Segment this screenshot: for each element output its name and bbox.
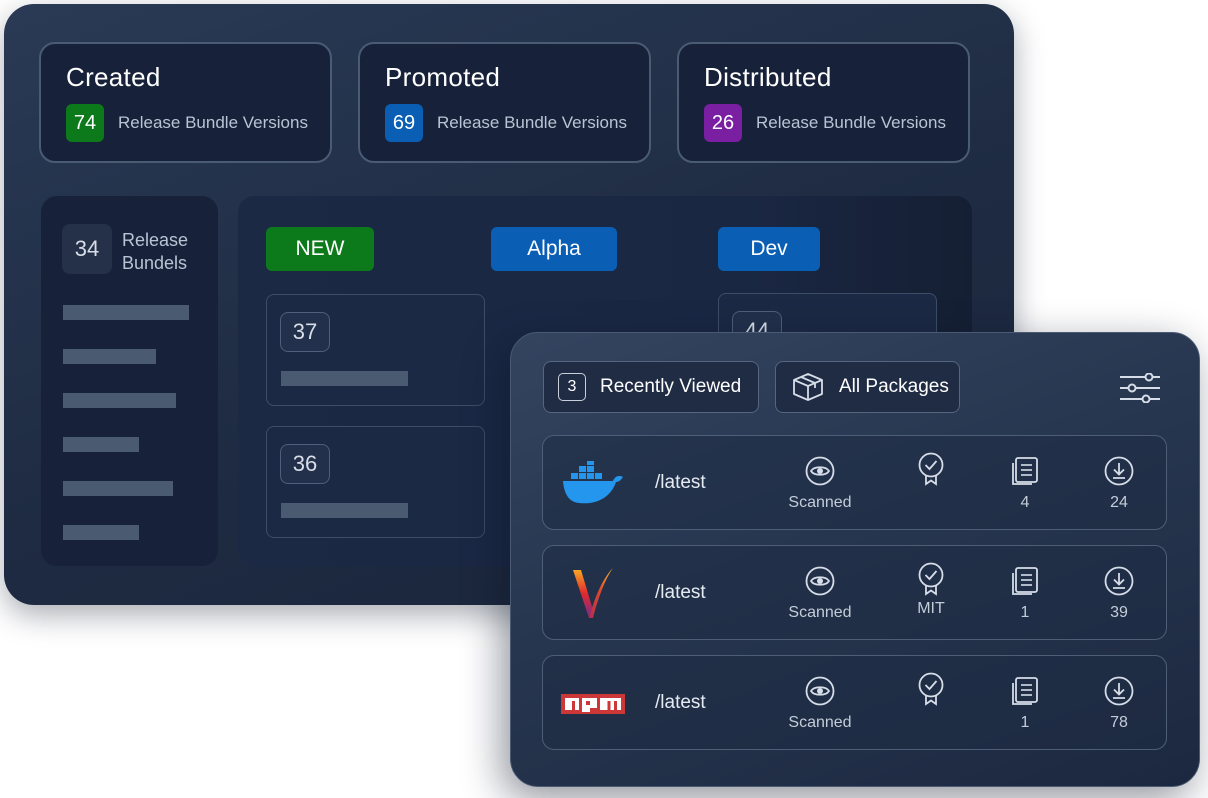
versions-count: 1 <box>980 676 1070 732</box>
release-bundles-label: Release Bundels <box>122 230 189 273</box>
stat-title: Created <box>66 62 161 92</box>
license-status <box>886 672 976 732</box>
bundle-placeholder-bar[interactable] <box>63 393 176 408</box>
scan-status: Scanned <box>775 676 865 732</box>
versions-count-value: 4 <box>1020 494 1030 511</box>
scan-status: Scanned <box>775 566 865 622</box>
bundle-placeholder-bar[interactable] <box>63 305 189 320</box>
download-icon <box>1104 566 1134 596</box>
versions-count: 4 <box>980 456 1070 512</box>
document-stack-icon <box>1012 567 1038 595</box>
package-tag: /latest <box>655 582 706 603</box>
downloads-count: 78 <box>1074 676 1164 732</box>
recently-viewed-count: 3 <box>558 373 586 401</box>
package-row[interactable]: /latest Scanned MIT <box>542 545 1167 640</box>
license-status <box>886 452 976 512</box>
version-card[interactable]: 36 <box>266 426 485 538</box>
eye-icon <box>805 676 835 706</box>
package-row[interactable]: /latest Scanned <box>542 435 1167 530</box>
license-label: MIT <box>917 600 945 617</box>
all-packages-button[interactable]: All Packages <box>775 361 960 413</box>
package-tag: /latest <box>655 472 706 493</box>
stat-count-badge: 74 <box>66 104 104 142</box>
docker-logo-icon <box>561 456 625 511</box>
version-placeholder-bar <box>281 371 408 386</box>
scan-status: Scanned <box>775 456 865 512</box>
stat-label: Release Bundle Versions <box>118 113 308 132</box>
recently-viewed-label: Recently Viewed <box>600 376 742 397</box>
npm-logo-icon <box>561 676 625 731</box>
bundle-placeholder-bar[interactable] <box>63 437 139 452</box>
stat-title: Distributed <box>704 62 832 92</box>
stage-tag-alpha[interactable]: Alpha <box>491 227 617 271</box>
maven-logo-icon <box>561 566 625 621</box>
stat-title: Promoted <box>385 62 501 92</box>
bundle-placeholder-bar[interactable] <box>63 349 156 364</box>
package-tag: /latest <box>655 692 706 713</box>
version-number: 37 <box>280 312 330 352</box>
stat-card-promoted[interactable]: Promoted 69 Release Bundle Versions <box>358 42 651 163</box>
package-box-icon <box>793 373 823 401</box>
license-status: MIT <box>886 562 976 618</box>
recently-viewed-button[interactable]: 3 Recently Viewed <box>543 361 759 413</box>
stat-card-distributed[interactable]: Distributed 26 Release Bundle Versions <box>677 42 970 163</box>
downloads-count-value: 39 <box>1110 604 1128 621</box>
bundle-placeholder-bar[interactable] <box>63 525 139 540</box>
scan-status-label: Scanned <box>788 494 852 511</box>
release-bundles-count: 34 <box>62 224 112 274</box>
stat-count-badge: 26 <box>704 104 742 142</box>
package-row[interactable]: /latest Scanned <box>542 655 1167 750</box>
eye-icon <box>805 566 835 596</box>
download-icon <box>1104 456 1134 486</box>
download-icon <box>1104 676 1134 706</box>
stat-label: Release Bundle Versions <box>437 113 627 132</box>
stage-tag-new[interactable]: NEW <box>266 227 374 271</box>
scan-status-label: Scanned <box>788 604 852 621</box>
license-label <box>886 494 976 512</box>
downloads-count-value: 78 <box>1110 714 1128 731</box>
version-card[interactable]: 37 <box>266 294 485 406</box>
stat-label: Release Bundle Versions <box>756 113 946 132</box>
versions-count-value: 1 <box>1020 714 1030 731</box>
stat-card-created[interactable]: Created 74 Release Bundle Versions <box>39 42 332 163</box>
version-placeholder-bar <box>281 503 408 518</box>
stat-count-badge: 69 <box>385 104 423 142</box>
versions-count: 1 <box>980 566 1070 622</box>
eye-icon <box>805 456 835 486</box>
downloads-count: 39 <box>1074 566 1164 622</box>
versions-count-value: 1 <box>1020 604 1030 621</box>
scan-status-label: Scanned <box>788 714 852 731</box>
stage-tag-dev[interactable]: Dev <box>718 227 820 271</box>
document-stack-icon <box>1012 457 1038 485</box>
document-stack-icon <box>1012 677 1038 705</box>
all-packages-label: All Packages <box>839 376 949 397</box>
filter-sliders-icon[interactable] <box>1119 373 1161 403</box>
license-badge-icon <box>918 672 944 706</box>
license-badge-icon <box>918 562 944 596</box>
version-number: 36 <box>280 444 330 484</box>
bundle-placeholder-bar[interactable] <box>63 481 173 496</box>
downloads-count-value: 24 <box>1110 494 1128 511</box>
release-bundles-column: 34 Release Bundels <box>41 196 218 566</box>
license-badge-icon <box>918 452 944 486</box>
downloads-count: 24 <box>1074 456 1164 512</box>
packages-panel: 3 Recently Viewed All Packages <box>510 332 1200 787</box>
license-label <box>886 714 976 732</box>
